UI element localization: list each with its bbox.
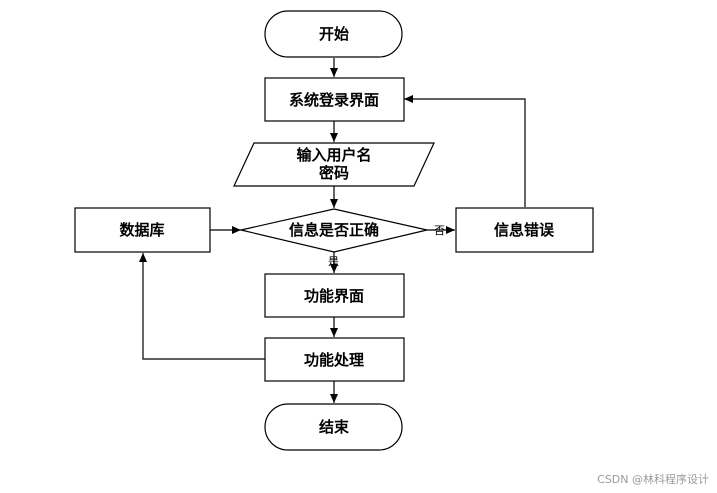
edge-process-to-database: [139, 253, 265, 360]
input-label-line1: 输入用户名: [296, 146, 371, 164]
function-ui-box: [264, 273, 405, 318]
start-label: 开始: [319, 25, 349, 43]
check-label: 信息是否正确: [289, 221, 379, 239]
function-process-label: 功能处理: [304, 351, 364, 369]
function-ui-label: 功能界面: [304, 287, 364, 305]
function-process-box: [264, 337, 405, 382]
input-parallelogram: [233, 142, 435, 187]
input-label-line2: 密码: [319, 164, 349, 182]
end-terminator: [264, 403, 403, 451]
login-screen-label: 系统登录界面: [289, 91, 379, 109]
watermark: CSDN @林科程序设计: [597, 473, 709, 486]
edge-label-yes: 是: [328, 255, 339, 268]
end-label: 结束: [319, 418, 350, 436]
error-label: 信息错误: [494, 221, 555, 239]
login-screen-box: [264, 77, 405, 122]
edge-label-no: 否: [434, 224, 445, 237]
check-diamond: [240, 208, 428, 253]
database-label: 数据库: [119, 221, 164, 239]
edge-error-to-login: [404, 95, 526, 207]
error-box: [455, 207, 594, 253]
start-terminator: [264, 10, 403, 58]
database-box: [74, 207, 211, 253]
